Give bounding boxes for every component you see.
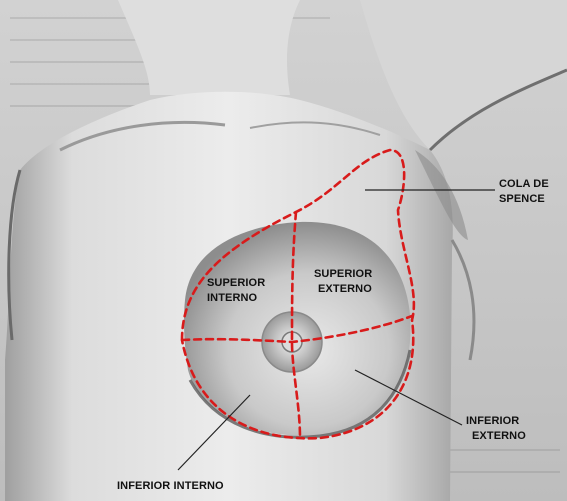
label-inferior-externo-line1: INFERIOR — [466, 415, 519, 428]
label-superior-externo-line2: EXTERNO — [318, 283, 372, 296]
label-superior-interno-line1: SUPERIOR — [207, 277, 265, 290]
label-inferior-externo-line2: EXTERNO — [472, 430, 526, 443]
label-inferior-interno: INFERIOR INTERNO — [117, 480, 224, 493]
label-superior-externo-line1: SUPERIOR — [314, 268, 372, 281]
label-superior-interno-line2: INTERNO — [207, 292, 257, 305]
label-cola-de-spence-line1: COLA DE — [499, 178, 549, 191]
label-cola-de-spence-line2: SPENCE — [499, 193, 545, 206]
